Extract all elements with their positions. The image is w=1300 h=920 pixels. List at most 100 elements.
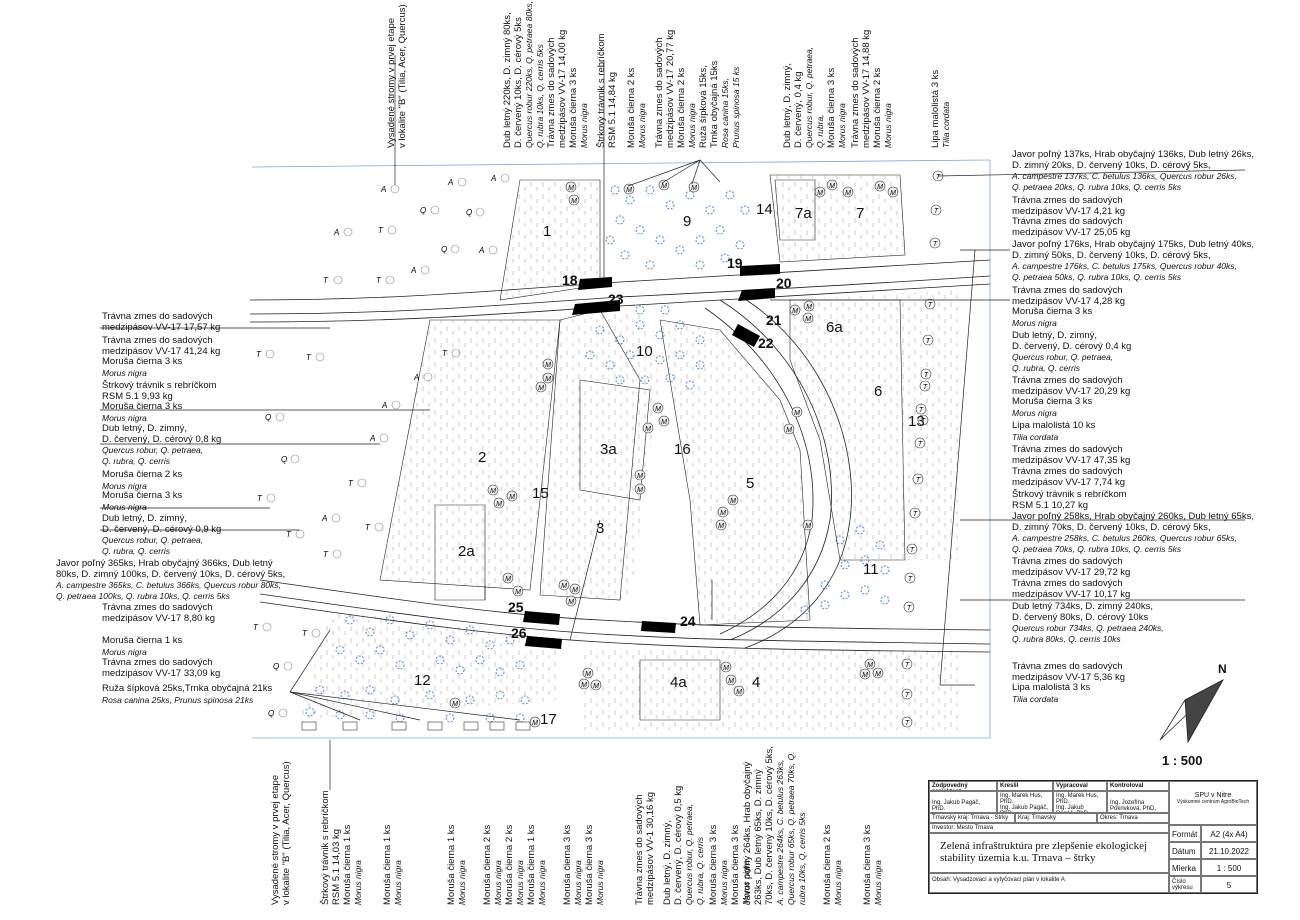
tb-p3: Ing. Marek Hus, PhD. Ing. Jakub Pagáč, P… [1053,791,1107,813]
label-latin: Quercus robur, Q. petraea, [102,445,204,455]
tb-h3: Vypracoval [1053,781,1107,791]
bridge-number: 23 [608,291,624,307]
zone-number: 10 [636,343,653,360]
road-bottom [259,579,991,653]
tb-scale: 1 : 500 [1201,859,1257,876]
tb-p2b: Ing. Jakub Pagáč, PhD. [1000,805,1049,812]
label-line: Moruša čierna 1 ks [446,824,457,905]
label-latin: Morus nigra [353,860,363,905]
svg-text:A: A [333,228,339,237]
label-latin: Quercus robur 734ks, Q. petraea 240ks, [1012,623,1164,633]
label-line: Dub letný 734ks, D. zimný 240ks, [1012,601,1153,612]
tb-title: Zelená infraštruktúra pre zlepšenie ekol… [929,833,1169,873]
label-latin: Q. rubra, Q. cerris [1012,362,1081,373]
label-line: Moruša čierna 3 ks [562,824,573,905]
label-latin: Rosa canina 25ks, Prunus spinosa 21ks [102,694,254,705]
tb-p2a: Ing. Marek Hus, PhD. [1000,793,1043,805]
label-latin: Morus nigra [883,103,893,148]
zone-number: 1 [543,223,552,240]
svg-text:T: T [323,276,329,285]
svg-text:T: T [933,241,938,248]
svg-text:Q: Q [420,206,426,215]
label-latin: Morus nigra [595,860,605,905]
zone-number: 4 [752,674,761,691]
svg-text:M: M [645,426,651,433]
label-latin: A. campestre 176ks, C. betulus 175ks, Qu… [1012,261,1237,271]
zone-number: 12 [414,672,431,689]
svg-text:M: M [532,720,538,727]
label-line: RSM 5.1 14,03 kg [331,828,342,905]
label-line: medzipásov VV-17 20,77 kg [665,29,676,148]
label-line: Trávna zmes do sadových [654,37,665,148]
svg-text:M: M [718,523,724,530]
label-latin: Quercus robur 220ks, Q. petraea 80ks, [524,1,534,148]
label-latin: Morus nigra [393,860,403,905]
plant-label: Javor poľný 176ks, Hrab obyčajný 175ks, … [1012,239,1254,282]
svg-text:Q: Q [281,455,287,464]
svg-text:T: T [913,511,918,518]
tb-kraj: Kraj: Trnavský [1015,813,1097,823]
label-line: RSM 5.1 10,27 kg [1012,499,1089,511]
svg-text:M: M [691,185,697,192]
label-latin: Morus nigra [102,480,147,491]
bridge-number: 25 [508,599,524,615]
label-latin: Quercus robur, Q. petraea, [684,803,694,905]
label-line: D. zimný 70ks, D. červený 10ks, D. cérov… [1012,521,1211,533]
plant-label: Dub letný, D. zimný,D. červený, D. cérov… [102,423,221,466]
label-line: 80ks, D. zimný 100ks, D. červený 10ks, D… [56,568,286,580]
label-latin: Morus nigra [457,860,467,905]
label-line: Moruša čierna 3 ks [102,356,183,367]
label-latin: Morus nigra [573,860,583,905]
tb-region: Trnavský kraj: Trnava - Štrky [929,813,1015,823]
svg-text:A: A [410,266,416,275]
svg-text:T: T [286,530,292,539]
label-line: Moruša čierna 3 ks [862,824,873,905]
label-line: Ruža šípková 25ks,Trnka obyčajná 21ks [102,683,273,694]
svg-text:M: M [637,487,643,494]
label-line: Moruša čierna 3 ks [1012,396,1093,407]
zone-number: 7 [856,205,865,222]
label-line: Moruša čierna 1 ks [526,824,537,905]
svg-text:M: M [572,587,578,594]
svg-text:M: M [538,385,544,392]
svg-text:A: A [478,246,484,255]
label-latin: Morus nigra [1012,407,1057,418]
label-line: Trávna zmes do sadových [102,602,213,613]
label-line: Moruša čierna 2 ks [482,824,493,905]
tb-sheet: Obsah: Vysadzovací a vytyčovací plán v l… [929,873,1169,893]
svg-text:M: M [862,672,868,679]
label-latin: Morus nigra [837,103,847,148]
label-latin: Q. rubra, Q. cerris [695,836,705,905]
svg-text:A: A [380,185,386,194]
svg-text:T: T [921,418,926,425]
shrub-markers [305,185,890,723]
label-line: medzipásov VV-17 5,36 kg [1012,671,1126,683]
label-latin: Quercus robur, Q. petraea, [1012,352,1114,362]
label-line: medzipásov VV-17 33,09 kg [102,667,221,679]
svg-text:M: M [728,678,734,685]
svg-text:M: M [585,671,591,678]
label-line: medzipásov VV-17 20,29 kg [1012,385,1131,397]
zone-number: 7a [795,205,812,222]
label-line: Moruša čierna 2 ks [626,67,637,148]
label-latin: Morus nigra [102,501,147,512]
bridge-number: 18 [562,272,578,288]
label-latin: Q. rubra 10ks, Q. cerris 5ks [535,44,545,148]
svg-text:A: A [321,514,327,523]
zone-number: 17 [540,711,557,728]
label-line: Moruša čierna 2 ks [676,67,687,148]
svg-text:T: T [323,550,329,559]
label-line: Trávna zmes do sadových [1012,195,1123,206]
svg-text:M: M [568,599,574,606]
svg-text:T: T [442,349,448,358]
